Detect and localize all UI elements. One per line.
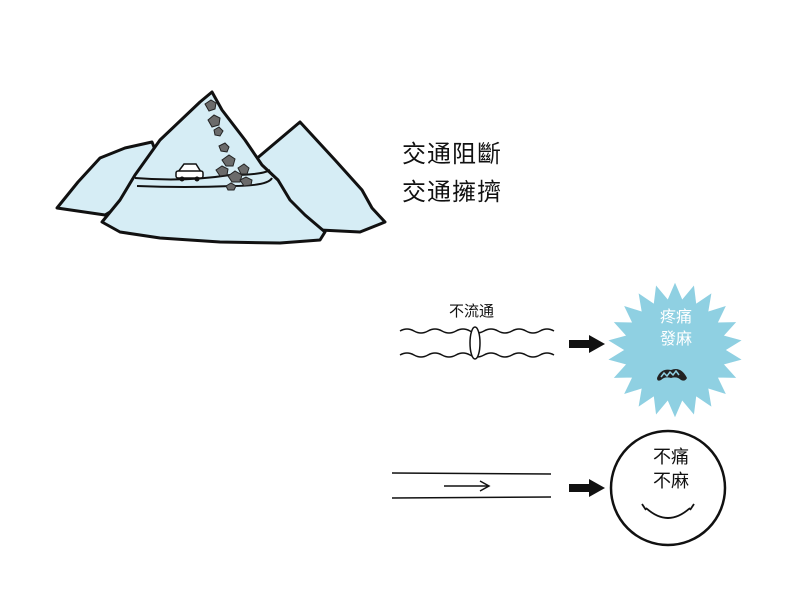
flow-arrow-icon: [444, 480, 491, 492]
pain-text-line-2: 發麻: [659, 329, 692, 348]
smiley-face-icon: [609, 429, 727, 547]
wavy-vessel-icon: [399, 326, 555, 360]
pain-text-line-1: 疼痛: [659, 307, 692, 326]
pain-face-icon: [608, 282, 742, 418]
smiley-face-text: 不痛 不麻: [651, 446, 691, 494]
smiley-text-line-1: 不痛: [653, 447, 689, 468]
right-arrow-icon: [569, 479, 605, 497]
mountain-illustration: [55, 90, 387, 245]
blocked-label: 不流通: [449, 302, 495, 320]
smiley-text-line-2: 不麻: [653, 471, 689, 492]
right-arrow-icon: [569, 335, 605, 353]
pain-face-text: 疼痛 發麻: [656, 306, 696, 350]
car-icon: [175, 163, 204, 182]
caption-line-2: 交通擁擠: [402, 178, 502, 206]
straight-vessel-icon: [391, 472, 552, 499]
rockfall-icon: [204, 99, 253, 191]
caption-line-1: 交通阻斷: [402, 140, 502, 168]
